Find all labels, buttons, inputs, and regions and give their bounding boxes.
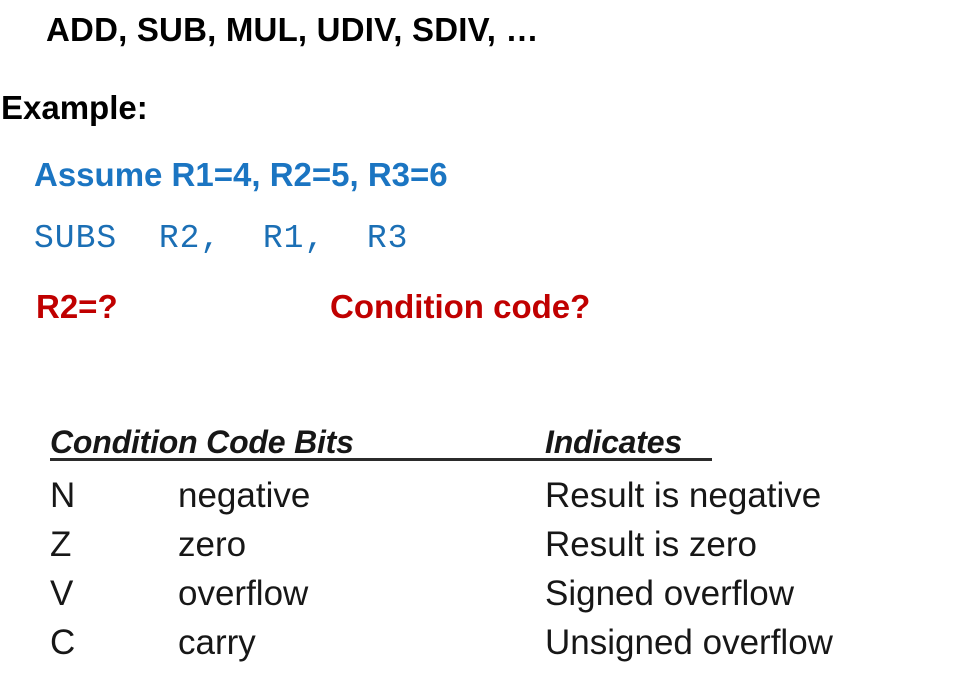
row-bit-name: carry xyxy=(178,623,256,662)
row-bit-indicates: Signed overflow xyxy=(545,574,795,613)
table-row: Z zero Result is zero xyxy=(50,521,940,570)
table-row: N negative Result is negative xyxy=(50,472,940,521)
row-bit-indicates: Unsigned overflow xyxy=(545,623,833,662)
row-bit-name: zero xyxy=(178,525,247,564)
condition-code-table: Condition Code Bits Indicates N negative… xyxy=(50,418,940,668)
table-row: C carry Unsigned overflow xyxy=(50,619,940,668)
table-row: V overflow Signed overflow xyxy=(50,570,940,619)
row-bit-indicates: Result is zero xyxy=(545,525,758,564)
table-header-indicates: Indicates xyxy=(545,424,682,460)
subs-instruction-code-line: SUBS R2, R1, R3 xyxy=(34,220,409,257)
example-label: Example: xyxy=(1,89,148,126)
row-bit-letter: V xyxy=(50,574,74,613)
row-bit-indicates: Result is negative xyxy=(545,476,822,515)
question-condition-code: Condition code? xyxy=(330,288,591,325)
question-line: R2=? Condition code? xyxy=(36,285,590,329)
row-bit-letter: Z xyxy=(50,525,72,564)
assume-register-values-line: Assume R1=4, R2=5, R3=6 xyxy=(34,156,448,193)
table-header-row: Condition Code Bits Indicates xyxy=(50,418,940,461)
row-bit-letter: N xyxy=(50,476,76,515)
table-body: N negative Result is negative Z zero Res… xyxy=(50,472,940,668)
question-r2-value: R2=? xyxy=(36,288,118,325)
row-bit-name: overflow xyxy=(178,574,309,613)
row-bit-name: negative xyxy=(178,476,311,515)
row-bit-letter: C xyxy=(50,623,76,662)
table-header-condition-code-bits: Condition Code Bits xyxy=(50,424,354,460)
table-header-rule xyxy=(50,458,712,461)
instruction-list-line: ADD, SUB, MUL, UDIV, SDIV, … xyxy=(46,11,539,48)
